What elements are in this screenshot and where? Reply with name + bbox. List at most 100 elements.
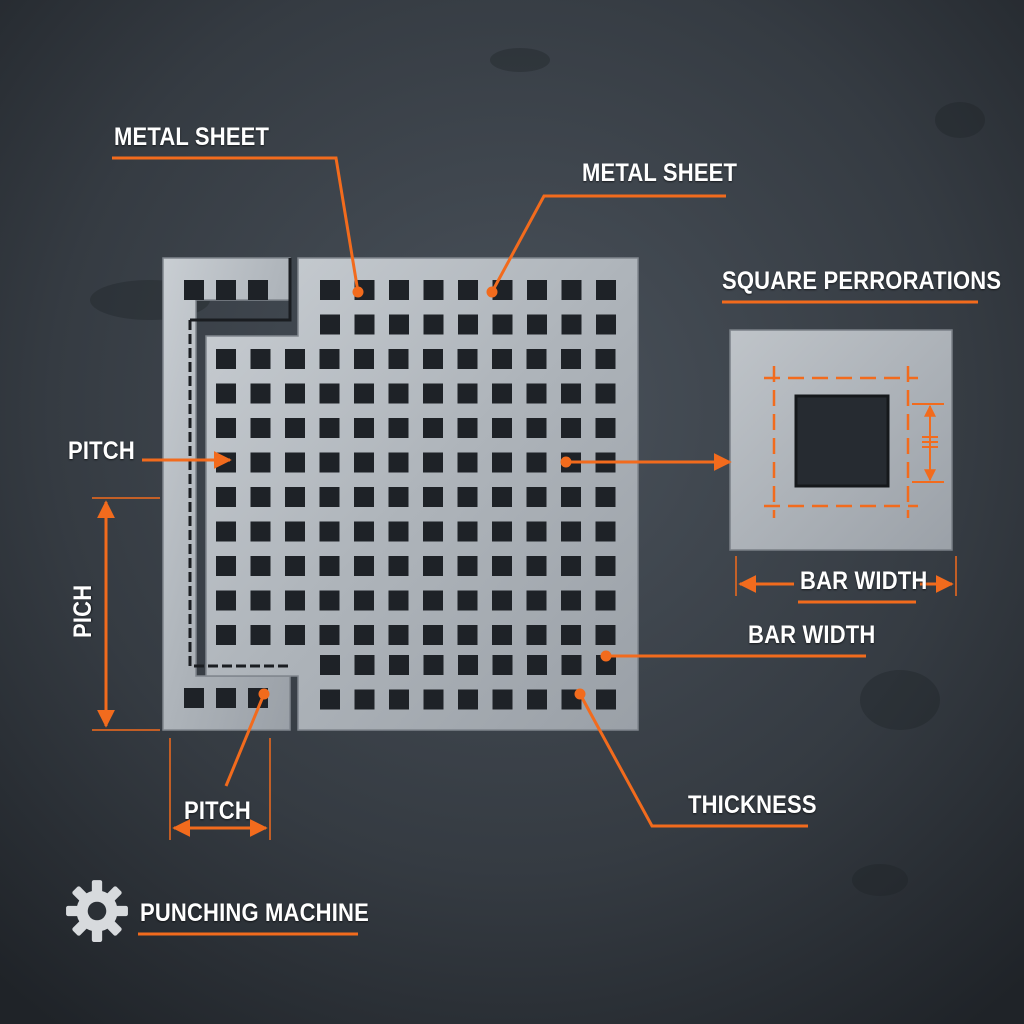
square-hole xyxy=(561,314,582,335)
square-hole xyxy=(457,521,478,542)
square-hole xyxy=(285,521,305,542)
square-hole xyxy=(319,418,340,438)
square-hole xyxy=(458,314,478,335)
square-hole xyxy=(319,452,340,473)
square-hole xyxy=(216,590,236,611)
square-hole xyxy=(526,349,547,369)
square-hole xyxy=(492,689,513,710)
square-hole xyxy=(492,487,512,507)
square-hole xyxy=(527,314,547,335)
square-hole xyxy=(457,452,478,473)
square-hole xyxy=(184,280,204,300)
square-hole xyxy=(492,655,513,675)
square-hole xyxy=(216,418,236,438)
square-hole xyxy=(423,452,443,473)
square-hole xyxy=(423,383,443,404)
square-hole xyxy=(354,655,375,675)
square-hole xyxy=(388,625,409,645)
square-hole xyxy=(250,383,271,404)
square-hole xyxy=(527,689,547,710)
square-hole xyxy=(526,383,547,404)
square-hole xyxy=(216,452,236,473)
label-metal-sheet-2: METAL SHEET xyxy=(582,159,738,187)
square-hole xyxy=(457,418,478,438)
square-hole xyxy=(458,689,478,710)
square-hole xyxy=(526,418,547,438)
square-hole xyxy=(457,556,478,576)
square-hole xyxy=(388,521,409,542)
square-hole xyxy=(458,655,478,675)
label-metal-sheet-1: METAL SHEET xyxy=(114,123,270,151)
square-hole xyxy=(250,418,271,438)
square-hole xyxy=(389,314,409,335)
square-hole xyxy=(319,521,340,542)
square-hole xyxy=(250,452,271,473)
square-hole xyxy=(285,590,305,611)
square-hole xyxy=(492,452,512,473)
square-hole xyxy=(596,314,616,335)
square-hole xyxy=(492,590,512,611)
square-hole xyxy=(285,625,305,645)
square-hole xyxy=(423,418,443,438)
square-hole xyxy=(216,349,236,369)
square-hole xyxy=(388,487,409,507)
square-hole xyxy=(354,487,374,507)
square-hole xyxy=(285,349,305,369)
square-holes xyxy=(184,280,616,710)
label-thickness: THICKNESS xyxy=(688,791,817,819)
label-punching-machine: PUNCHING MACHINE xyxy=(140,899,369,927)
square-hole xyxy=(250,521,271,542)
square-hole xyxy=(319,625,340,645)
square-hole xyxy=(320,689,340,710)
square-hole xyxy=(595,487,616,507)
square-hole xyxy=(458,280,478,300)
square-hole xyxy=(319,556,340,576)
square-hole xyxy=(561,280,582,300)
label-square-perforations: SQUARE PERRORATIONS xyxy=(722,267,1002,295)
square-hole xyxy=(457,625,478,645)
square-hole xyxy=(527,655,547,675)
square-hole xyxy=(492,418,512,438)
square-hole xyxy=(250,625,271,645)
square-hole xyxy=(354,383,374,404)
annotation-lines xyxy=(92,156,978,936)
square-hole xyxy=(595,556,616,576)
square-hole xyxy=(319,487,340,507)
label-bar-width-detail: BAR WIDTH xyxy=(800,567,928,595)
square-hole xyxy=(561,625,581,645)
label-bar-width: BAR WIDTH xyxy=(748,621,876,649)
square-hole xyxy=(216,383,236,404)
square-hole xyxy=(354,314,375,335)
square-hole xyxy=(423,556,443,576)
square-hole xyxy=(595,521,616,542)
square-hole xyxy=(492,625,512,645)
square-hole xyxy=(595,349,616,369)
square-hole xyxy=(250,590,271,611)
square-hole xyxy=(423,314,444,335)
square-hole xyxy=(561,487,581,507)
square-hole xyxy=(561,556,581,576)
square-hole xyxy=(354,590,374,611)
square-hole xyxy=(320,314,340,335)
square-hole xyxy=(526,625,547,645)
square-hole xyxy=(216,280,236,300)
square-hole xyxy=(216,688,236,708)
square-hole xyxy=(526,487,547,507)
square-hole xyxy=(320,280,340,300)
square-hole xyxy=(526,452,547,473)
square-hole xyxy=(285,418,305,438)
square-hole xyxy=(561,521,581,542)
square-hole xyxy=(250,349,271,369)
square-hole xyxy=(216,487,236,507)
square-hole xyxy=(285,452,305,473)
square-hole xyxy=(561,349,581,369)
square-hole xyxy=(561,590,581,611)
square-hole xyxy=(457,487,478,507)
square-hole xyxy=(492,349,512,369)
square-hole xyxy=(354,625,374,645)
square-hole xyxy=(595,418,616,438)
square-hole xyxy=(250,487,271,507)
square-hole xyxy=(354,556,374,576)
square-hole xyxy=(389,655,409,675)
